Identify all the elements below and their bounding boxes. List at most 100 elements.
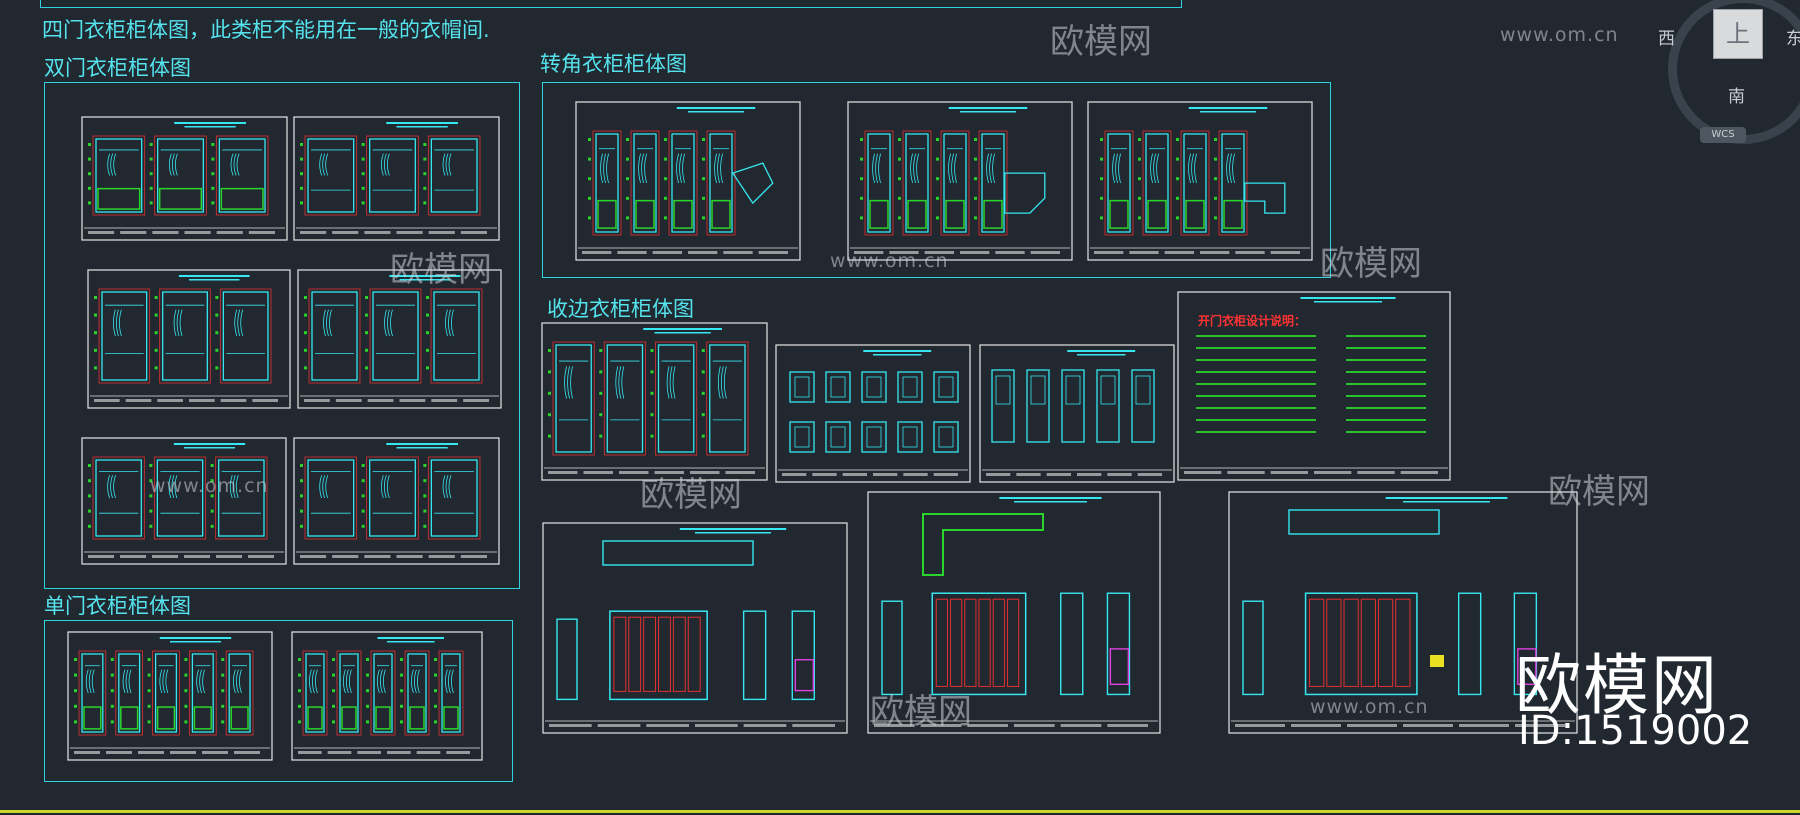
drawer-area xyxy=(83,706,102,730)
dimension-tick xyxy=(1214,138,1217,141)
title-block-cell xyxy=(1235,251,1265,254)
door-panel xyxy=(933,421,959,453)
cabinet-unit xyxy=(633,133,657,233)
garment xyxy=(986,153,989,184)
dimension-tick xyxy=(147,720,151,724)
drawing-sheet xyxy=(542,522,848,734)
dimension-tick xyxy=(1138,196,1141,200)
note-text-line xyxy=(1196,383,1316,385)
cabinet-unit xyxy=(191,653,214,733)
garment xyxy=(989,153,992,184)
title-block-cell xyxy=(652,251,682,254)
title-block-cell xyxy=(690,471,720,474)
garment xyxy=(1191,153,1194,184)
facade-door xyxy=(613,616,627,692)
garment xyxy=(567,366,570,399)
cabinet-unit xyxy=(671,133,695,233)
dimension-tick xyxy=(88,464,91,467)
dimension-tick xyxy=(332,658,335,661)
dimension-tick xyxy=(149,494,153,498)
dimension-tick xyxy=(184,658,188,661)
wcs-menu[interactable]: WCS xyxy=(1700,127,1746,143)
dimension-tick xyxy=(423,157,427,161)
dimension-tick xyxy=(88,494,91,498)
facade-door xyxy=(1006,598,1020,687)
dimension-tick xyxy=(1214,216,1217,220)
dimension-tick xyxy=(588,216,591,220)
cabinet-unit xyxy=(943,133,967,233)
title-block-cell xyxy=(332,555,359,558)
facade-door xyxy=(1326,598,1342,687)
dimension-tick xyxy=(400,720,403,724)
garment xyxy=(445,669,448,694)
cabinet-unit xyxy=(441,653,461,733)
drawer-area xyxy=(1185,199,1205,229)
drawing-sheet xyxy=(1087,101,1313,261)
dimension-tick xyxy=(147,658,151,661)
dimension-tick xyxy=(426,313,429,317)
cabinet-unit xyxy=(709,133,733,233)
note-text-line xyxy=(1196,371,1316,373)
dimension-tick xyxy=(860,216,863,220)
note-text-line xyxy=(1346,419,1426,421)
dimension-tick xyxy=(423,143,427,146)
drawer-area xyxy=(120,706,139,730)
title-block-cell xyxy=(248,555,274,558)
drawer-stack xyxy=(1109,648,1130,686)
viewcube[interactable]: 上 西 东 南 xyxy=(1658,0,1800,144)
facade-door xyxy=(949,598,963,687)
cabinet-dimension xyxy=(552,341,595,456)
garment xyxy=(107,475,110,499)
dimension-tick xyxy=(110,673,114,677)
cabinet-dimension xyxy=(152,650,180,736)
side-cabinet xyxy=(1457,592,1482,696)
dimension-tick xyxy=(149,172,153,176)
dimension-tick xyxy=(94,366,97,370)
title-block-cell xyxy=(88,231,115,234)
garment xyxy=(323,309,326,337)
title-block-cell xyxy=(903,473,928,476)
title-block-cell xyxy=(125,399,152,402)
dimension-tick xyxy=(702,196,705,200)
drawer-area xyxy=(711,199,731,229)
title-block-cell xyxy=(654,471,684,474)
cabinet-unit xyxy=(81,653,104,733)
title-block-cell xyxy=(1094,251,1124,254)
dimension-tick xyxy=(974,157,977,161)
viewcube-south[interactable]: 南 xyxy=(1728,87,1745,107)
title-block-cell xyxy=(300,231,327,234)
drawing-sheet xyxy=(297,269,502,409)
note-text-line xyxy=(1346,431,1426,433)
viewcube-east[interactable]: 东 xyxy=(1786,29,1800,49)
garment xyxy=(717,153,720,184)
watermark-brand: 欧模网 xyxy=(1050,22,1152,62)
cabinet-dimension xyxy=(188,650,217,736)
watermark-brand: 欧模网 xyxy=(870,692,972,732)
dimension-tick xyxy=(936,138,939,141)
dimension-tick xyxy=(74,658,77,661)
dimension-tick xyxy=(650,349,654,352)
garment xyxy=(1229,153,1232,184)
dimension-tick xyxy=(154,366,158,370)
side-cabinet xyxy=(742,610,767,701)
dimension-tick xyxy=(184,673,188,677)
garment xyxy=(329,309,332,337)
top-sheet-border xyxy=(40,0,1182,8)
garment xyxy=(1150,153,1153,184)
cabinet-dimension xyxy=(159,288,211,384)
garment xyxy=(1156,153,1159,184)
cabinet-dimension xyxy=(366,135,419,216)
dimension-tick xyxy=(423,524,427,528)
garment xyxy=(442,475,446,499)
dimension-tick xyxy=(936,196,939,200)
title-block-cell xyxy=(189,399,215,402)
dimension-tick xyxy=(365,348,368,352)
drawer-area xyxy=(1147,199,1167,229)
garment xyxy=(448,475,452,499)
door-panel xyxy=(825,371,851,403)
viewcube-top-face[interactable]: 上 xyxy=(1713,9,1763,59)
door-panel-inner xyxy=(1030,375,1046,405)
highlight-block xyxy=(1430,655,1444,667)
viewcube-west[interactable]: 西 xyxy=(1658,29,1675,49)
